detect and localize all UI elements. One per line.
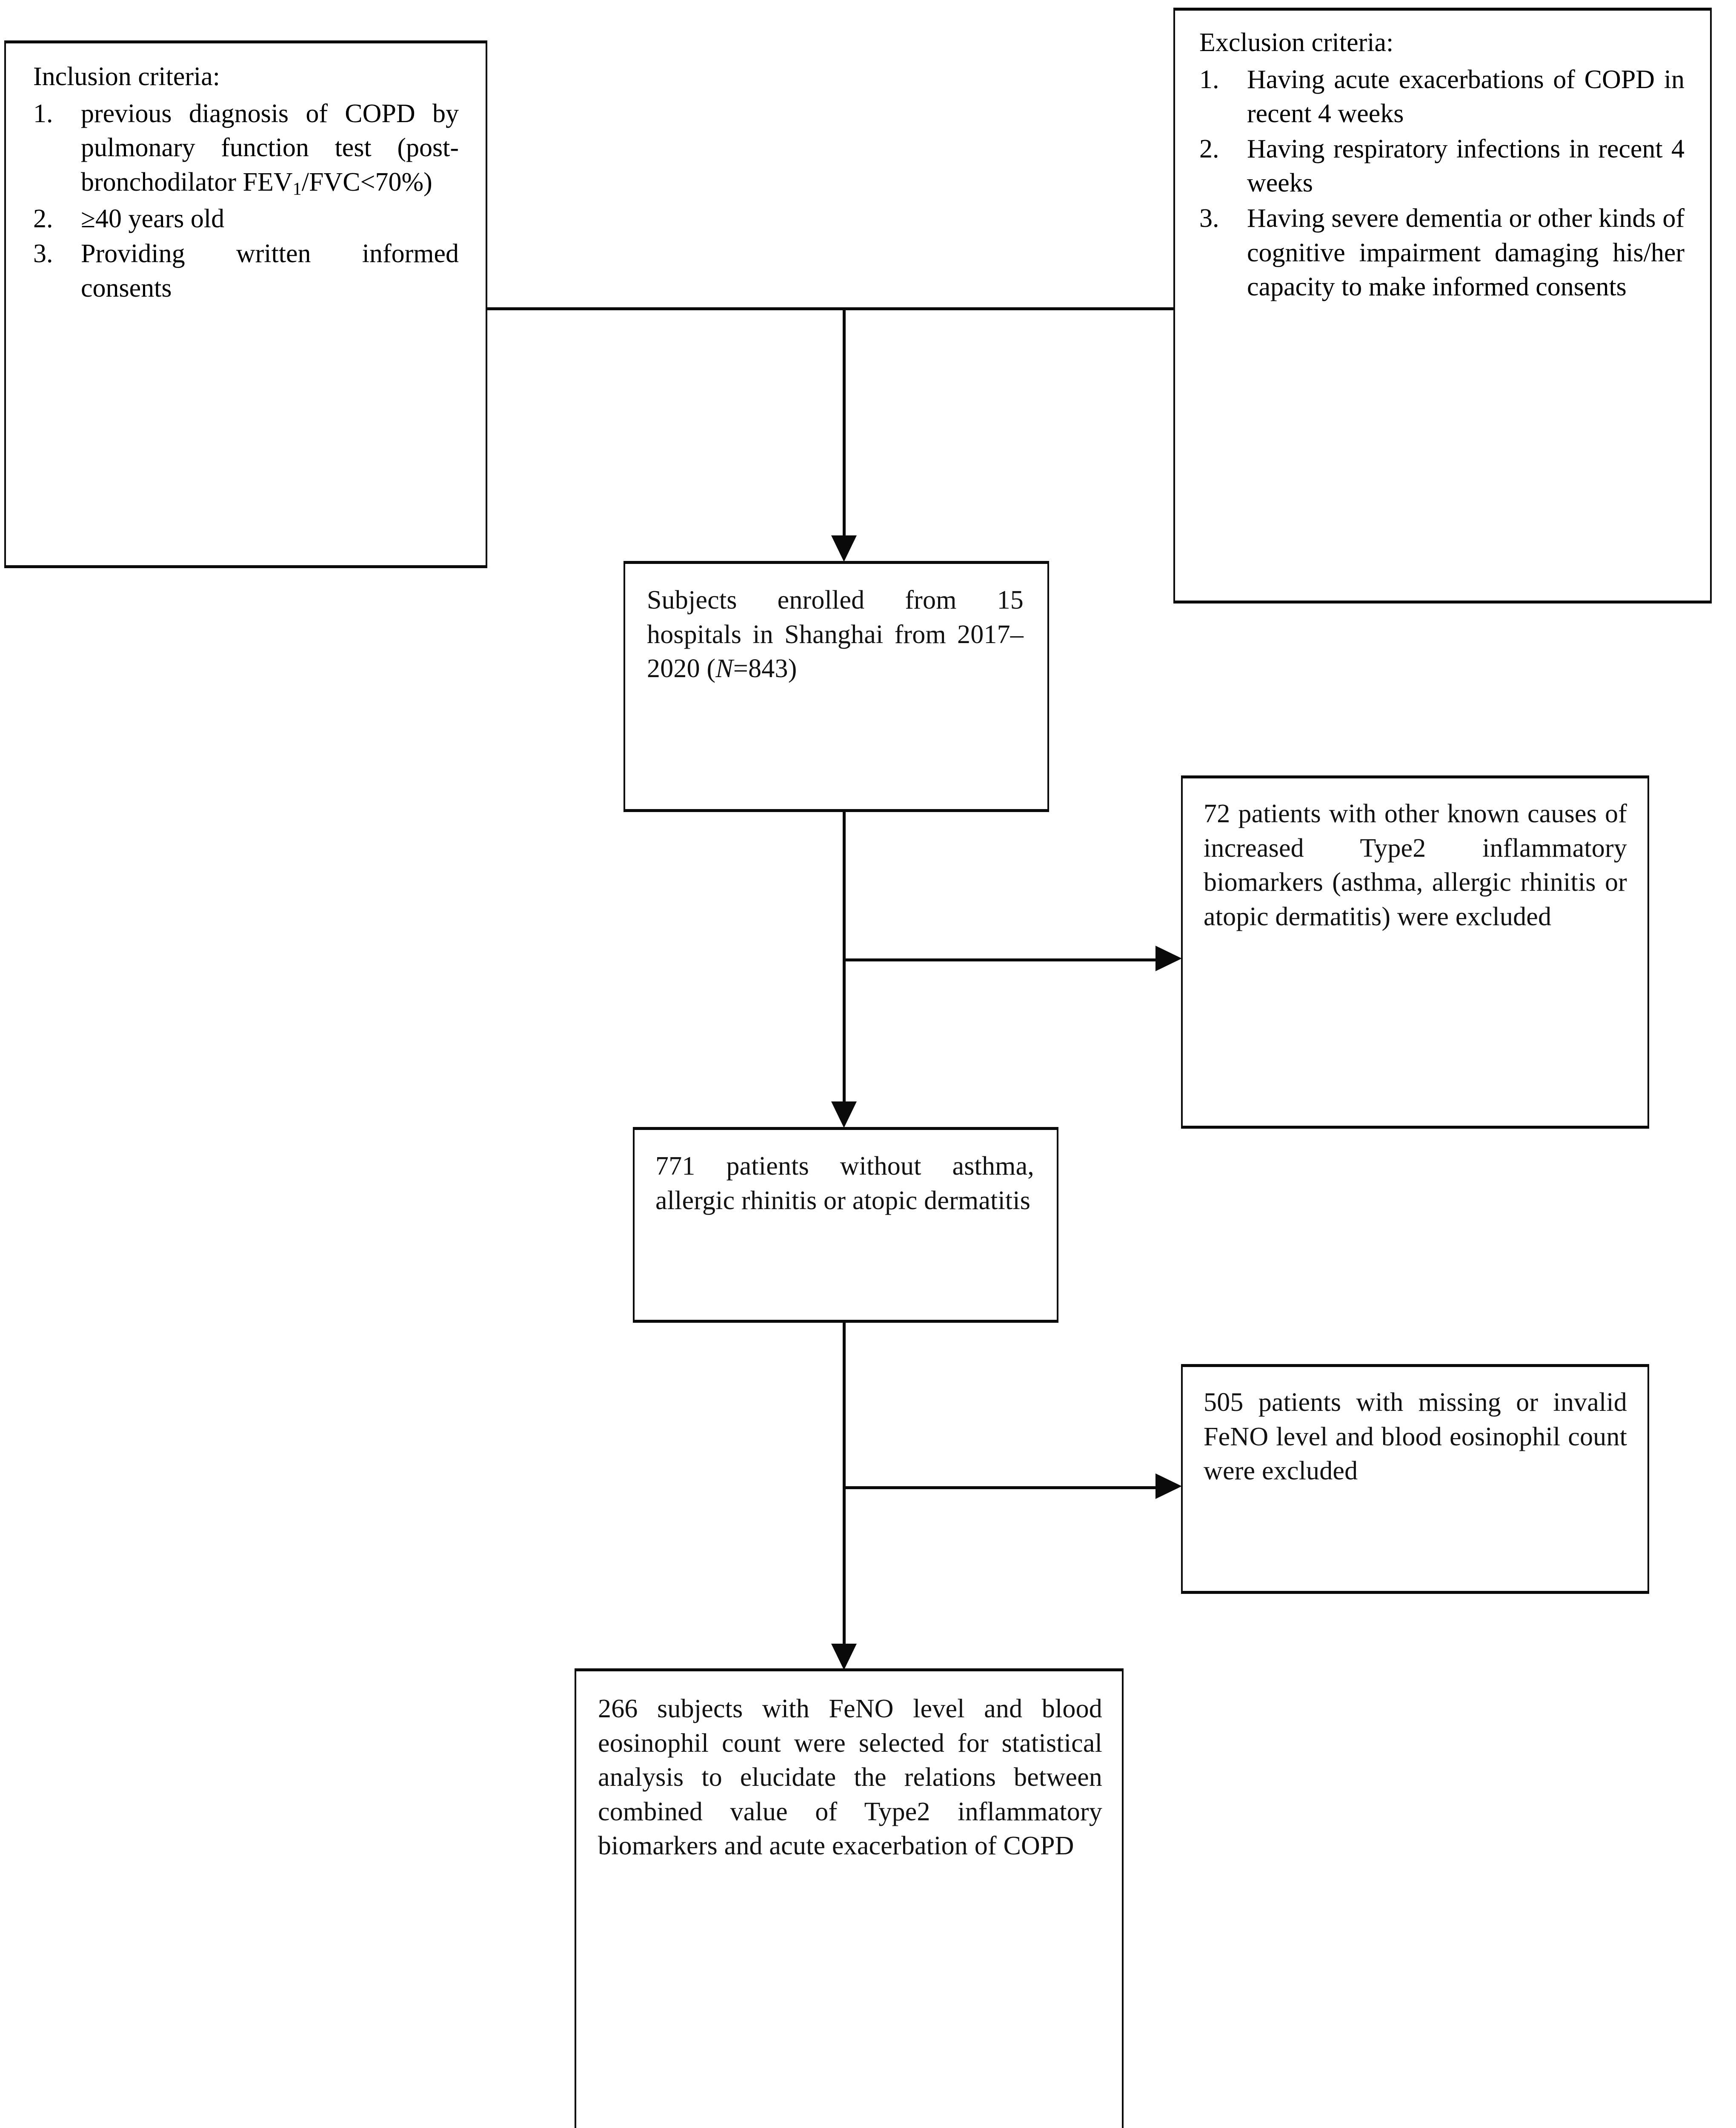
exclusion-item-1-label: Having acute exacerbations of COPD in re… — [1247, 65, 1685, 129]
inclusion-item-1: 1. previous diagnosis of COPD by pulmona… — [33, 97, 459, 201]
final-sample-box — [575, 1668, 1124, 2128]
inclusion-item-1-number: 1. — [33, 99, 53, 128]
inclusion-item-2-label: ≥40 years old — [81, 204, 225, 233]
connector-branch-missing-excluded — [843, 1486, 1158, 1489]
connector-criteria-join — [487, 307, 1174, 310]
inclusion-item-3-label: Providing written informed consents — [81, 239, 459, 303]
without-atopy-label: 771 patients without asthma, allergic rh… — [655, 1152, 1034, 1215]
exclusion-item-3: 3. Having severe dementia or other kinds… — [1199, 201, 1685, 304]
exclusion-item-1-number: 1. — [1199, 65, 1219, 94]
connector-branch-type2-excluded — [843, 958, 1158, 961]
arrowhead-type2-excluded — [1155, 946, 1182, 971]
enrolled-subjects-label: Subjects enrolled from 15 hospitals in S… — [647, 586, 1024, 684]
connector-to-enrolled — [843, 307, 846, 537]
exclusion-criteria-content: Exclusion criteria: 1. Having acute exac… — [1199, 26, 1685, 305]
fev-subscript: 1 — [292, 179, 302, 199]
inclusion-item-1-label: previous diagnosis of COPD by pulmonary … — [81, 99, 459, 199]
exclusion-item-2-number: 2. — [1199, 134, 1219, 163]
exclusion-criteria-heading: Exclusion criteria: — [1199, 28, 1394, 57]
connector-without-atopy-to-final — [843, 1323, 846, 1646]
inclusion-criteria-content: Inclusion criteria: 1. previous diagnosi… — [33, 60, 459, 306]
without-atopy-box — [633, 1127, 1058, 1323]
type2-excluded-label: 72 patients with other known causes of i… — [1204, 799, 1627, 931]
inclusion-item-2: 2. ≥40 years old — [33, 202, 459, 236]
connector-enrolled-to-without-atopy — [843, 812, 846, 1101]
inclusion-item-2-number: 2. — [33, 204, 53, 233]
inclusion-criteria-box — [4, 40, 487, 568]
exclusion-item-2: 2. Having respiratory infections in rece… — [1199, 132, 1685, 200]
final-sample-label: 266 subjects with FeNO level and blood e… — [598, 1694, 1102, 1861]
inclusion-item-3-number: 3. — [33, 239, 53, 269]
arrowhead-to-enrolled — [831, 535, 857, 562]
arrowhead-missing-excluded — [1155, 1473, 1182, 1499]
arrowhead-to-final-sample — [831, 1644, 857, 1670]
inclusion-criteria-heading: Inclusion criteria: — [33, 62, 220, 91]
type2-excluded-box — [1181, 775, 1649, 1129]
exclusion-item-2-label: Having respiratory infections in recent … — [1247, 134, 1685, 198]
exclusion-item-3-number: 3. — [1199, 203, 1219, 233]
exclusion-criteria-box — [1173, 8, 1712, 604]
missing-data-excluded-label: 505 patients with missing or invalid FeN… — [1204, 1388, 1627, 1486]
inclusion-item-3: 3. Providing written informed consents — [33, 237, 459, 305]
enrolled-subjects-box — [623, 561, 1049, 812]
exclusion-item-1: 1. Having acute exacerbations of COPD in… — [1199, 63, 1685, 131]
arrowhead-to-without-atopy — [831, 1101, 857, 1128]
missing-data-excluded-box — [1181, 1364, 1649, 1594]
exclusion-item-3-label: Having severe dementia or other kinds of… — [1247, 203, 1685, 302]
italic-n-symbol: N — [715, 654, 733, 684]
